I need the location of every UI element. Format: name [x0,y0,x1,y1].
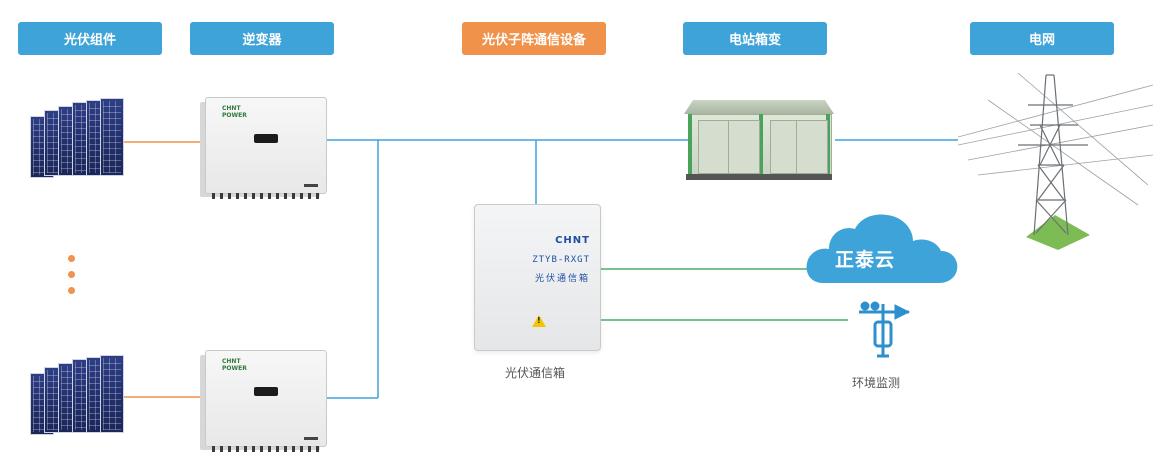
transformer-icon [684,100,834,180]
solar-panel-icon [30,98,130,183]
warning-icon [532,315,546,327]
comm-box-label: 光伏通信箱 [534,274,590,284]
tower-icon [958,72,1153,250]
comm-box-model: ZTYB-RXGT [532,255,590,265]
weather-station-icon [859,301,911,358]
header-subarray-comm: 光伏子阵通信设备 [462,22,606,55]
solar-panel-icon [30,355,130,440]
inverter-display [254,134,278,143]
green-signal-lines [598,268,848,321]
cloud-icon: 正泰云 [805,213,958,283]
cloud-shape [806,214,958,283]
header-grid: 电网 [970,22,1114,55]
inverter-display [254,387,278,396]
header-inverter: 逆变器 [190,22,334,55]
header-box-transformer: 电站箱变 [683,22,827,55]
env-monitor-caption: 环境监测 [852,376,901,390]
comm-box-brand: CHNT [555,235,590,246]
blue-bus-lines [325,139,958,399]
header-pv-modules: 光伏组件 [18,22,162,55]
comm-box-icon: CHNT ZTYB-RXGT 光伏通信箱 [474,204,601,351]
ellipsis-dots-icon [68,255,78,300]
orange-dc-lines [120,141,205,398]
comm-box-caption: 光伏通信箱 [505,366,566,380]
cloud-label: 正泰云 [835,249,896,271]
